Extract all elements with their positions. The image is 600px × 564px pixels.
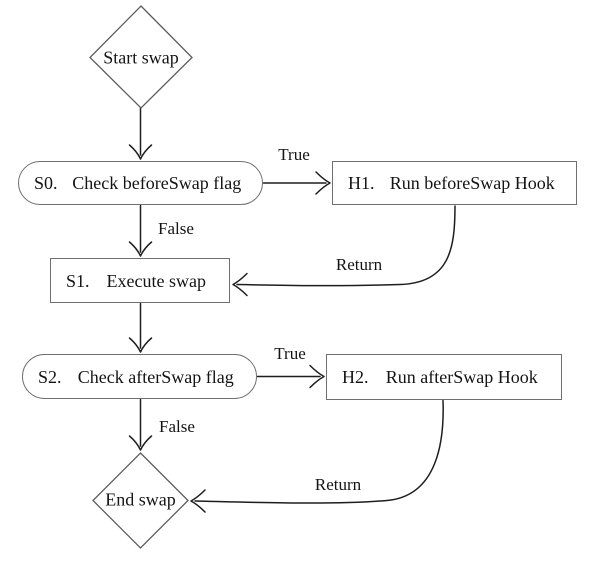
- node-s0-label: Check beforeSwap flag: [72, 173, 242, 193]
- node-s0-id: S0.: [34, 173, 58, 193]
- edge-label-s2-h2-true: True: [272, 344, 308, 364]
- node-s1-id: S1.: [66, 270, 90, 291]
- node-h1-id: H1.: [348, 173, 375, 193]
- node-start-label: Start swap: [103, 47, 179, 68]
- arrowhead-into-h1: [315, 171, 331, 195]
- node-h1-label: Run beforeSwap Hook: [389, 173, 555, 193]
- edge-label-h2-end-return: Return: [312, 475, 364, 495]
- node-s1-label: Execute swap: [106, 270, 206, 291]
- node-s2-label: Check afterSwap flag: [77, 366, 234, 387]
- edge-h2-to-end: [194, 399, 444, 504]
- edge-h1-to-s1: [236, 205, 456, 287]
- arrowhead-into-s1-right: [232, 272, 248, 297]
- arrowhead-into-h2: [309, 364, 325, 389]
- node-s2-id: S2.: [38, 366, 62, 387]
- node-s1: S1. Execute swap: [50, 258, 230, 303]
- edge-lines: [128, 107, 456, 513]
- arrowhead-into-s1-top: [128, 241, 153, 257]
- diamond-shapes: [89, 5, 193, 549]
- arrowhead-into-s2: [128, 337, 153, 353]
- edge-label-s2-end-false: False: [157, 417, 197, 437]
- start-diamond: [89, 5, 193, 109]
- arrowhead-into-end-top: [128, 435, 153, 451]
- edge-label-s0-s1-false: False: [156, 219, 196, 239]
- node-h2-id: H2.: [342, 367, 369, 387]
- node-s2: S2. Check afterSwap flag: [22, 354, 257, 399]
- end-diamond: [92, 452, 189, 549]
- node-s0: S0. Check beforeSwap flag: [18, 161, 263, 205]
- node-h1: H1. Run beforeSwap Hook: [332, 161, 577, 205]
- edge-label-s0-h1-true: True: [276, 145, 312, 165]
- arrowhead-into-s0: [128, 144, 153, 160]
- node-h2-label: Run afterSwap Hook: [385, 367, 538, 387]
- edge-label-h1-s1-return: Return: [333, 255, 385, 275]
- arrowhead-into-end-right: [190, 489, 206, 513]
- node-h2: H2. Run afterSwap Hook: [326, 354, 562, 400]
- node-end-label: End swap: [105, 489, 176, 510]
